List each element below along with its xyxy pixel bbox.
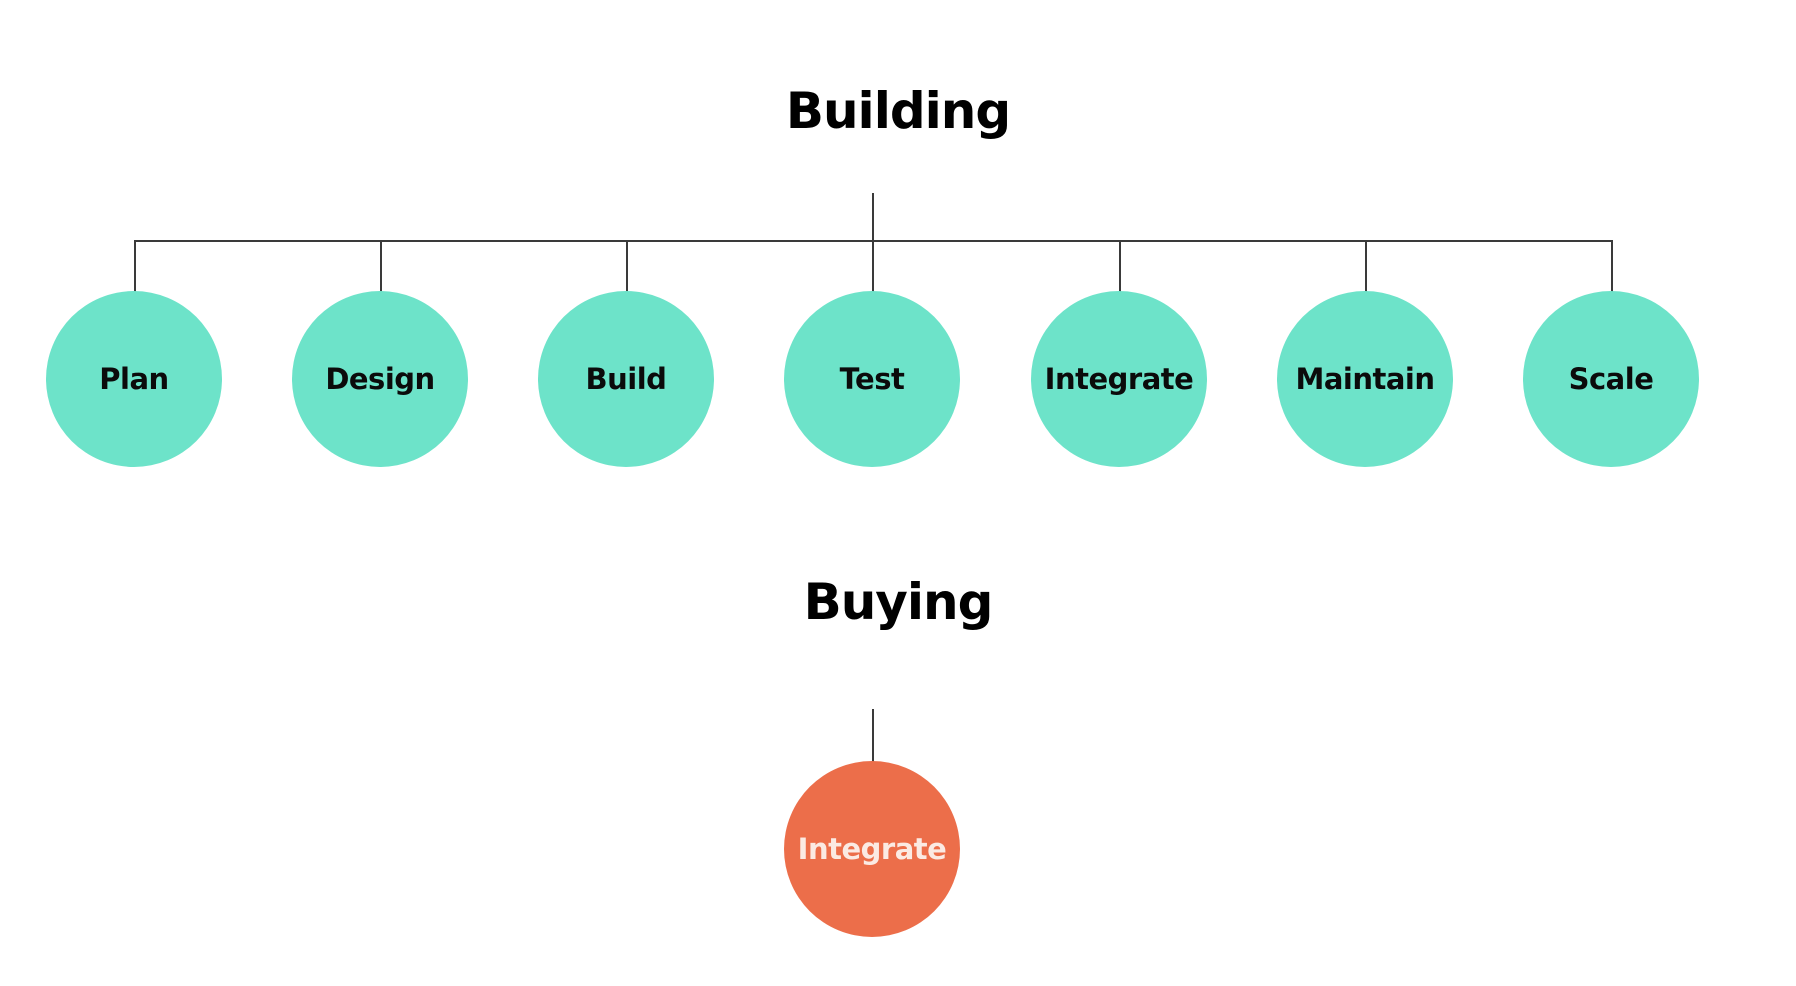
branch-line-test xyxy=(872,240,874,293)
node-test: Test xyxy=(784,291,960,467)
building-title: Building xyxy=(785,82,1011,140)
node-plan-label: Plan xyxy=(99,362,169,396)
node-buy-integrate-label: Integrate xyxy=(797,832,947,866)
building-trunk-line xyxy=(872,193,874,241)
node-design-label: Design xyxy=(325,362,435,396)
node-test-label: Test xyxy=(839,362,905,396)
node-design: Design xyxy=(292,291,468,467)
node-maintain: Maintain xyxy=(1277,291,1453,467)
node-buy-integrate: Integrate xyxy=(784,761,960,937)
branch-line-integrate xyxy=(1119,240,1121,293)
node-build: Build xyxy=(538,291,714,467)
branch-line-maintain xyxy=(1365,240,1367,293)
buying-trunk-line xyxy=(872,709,874,763)
branch-line-plan xyxy=(134,240,136,293)
node-scale-label: Scale xyxy=(1568,362,1654,396)
node-maintain-label: Maintain xyxy=(1295,362,1435,396)
node-plan: Plan xyxy=(46,291,222,467)
branch-line-scale xyxy=(1611,240,1613,293)
node-build-label: Build xyxy=(585,362,667,396)
branch-line-build xyxy=(626,240,628,293)
buying-title: Buying xyxy=(803,573,994,631)
node-integrate-label: Integrate xyxy=(1044,362,1194,396)
branch-line-design xyxy=(380,240,382,293)
node-scale: Scale xyxy=(1523,291,1699,467)
node-integrate: Integrate xyxy=(1031,291,1207,467)
